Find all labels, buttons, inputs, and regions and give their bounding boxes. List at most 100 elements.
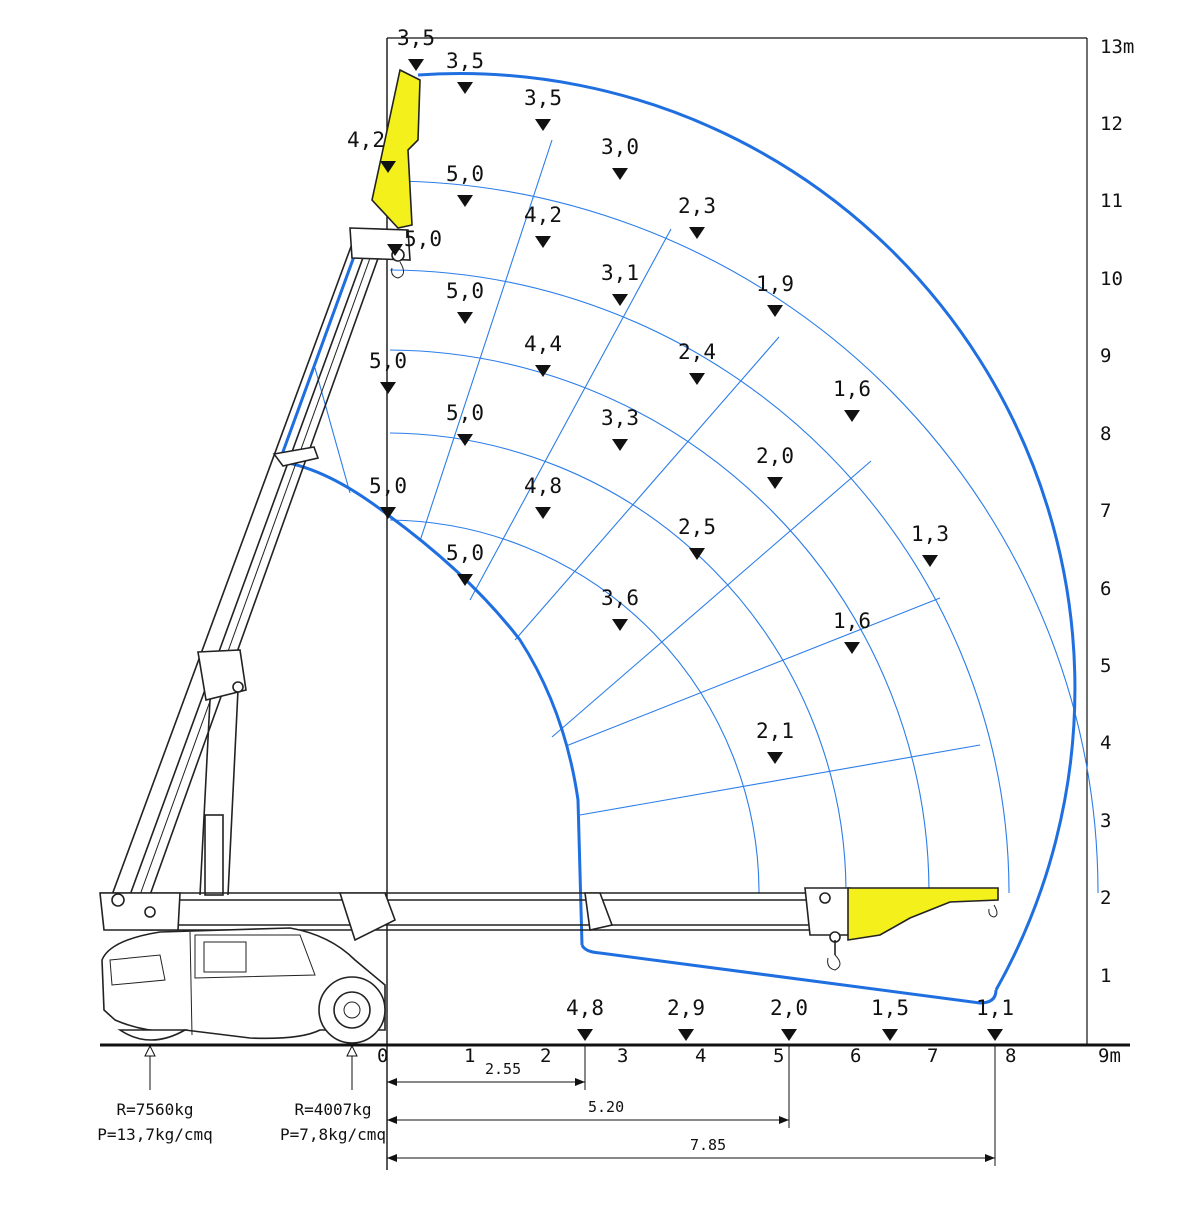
load-point: 1,5 xyxy=(871,996,909,1041)
load-marker-triangle xyxy=(689,227,705,239)
load-marker-triangle xyxy=(844,642,860,654)
load-marker-triangle xyxy=(689,548,705,560)
load-marker-triangle xyxy=(535,236,551,248)
height-tick-label: 10 xyxy=(1100,268,1123,290)
load-value-label: 5,0 xyxy=(369,349,407,373)
load-marker-triangle xyxy=(781,1029,797,1041)
load-point: 2,9 xyxy=(667,996,705,1041)
load-value-label: 3,5 xyxy=(446,49,484,73)
load-point: 3,5 xyxy=(397,26,435,71)
load-value-label: 2,1 xyxy=(756,719,794,743)
height-tick-label: 1 xyxy=(1100,965,1111,987)
crane-drawing xyxy=(99,68,999,1044)
load-point: 1,9 xyxy=(756,272,794,317)
working-envelope xyxy=(282,72,1077,1005)
dimension-value: 7.85 xyxy=(690,1136,726,1154)
load-point: 1,3 xyxy=(911,522,949,567)
load-point: 4,4 xyxy=(524,332,562,377)
load-marker-triangle xyxy=(612,619,628,631)
radius-dimensions: 2.55 5.20 7.85 xyxy=(387,1045,996,1166)
load-value-label: 2,0 xyxy=(756,444,794,468)
load-point: 5,0 xyxy=(446,401,484,446)
load-value-label: 3,3 xyxy=(601,406,639,430)
height-tick-label: 6 xyxy=(1100,578,1111,600)
load-point: 1,1 xyxy=(976,996,1014,1041)
load-point: 1,6 xyxy=(833,377,871,422)
load-point: 4,2 xyxy=(524,203,562,248)
load-value-label: 4,2 xyxy=(524,203,562,227)
load-value-label: 1,9 xyxy=(756,272,794,296)
load-point: 3,0 xyxy=(601,135,639,180)
load-marker-triangle xyxy=(535,365,551,377)
height-tick-label: 7 xyxy=(1100,500,1111,522)
load-marker-triangle xyxy=(457,195,473,207)
radius-tick-label: 1 xyxy=(464,1045,475,1067)
load-value-label: 3,5 xyxy=(397,26,435,50)
radius-tick-label: 6 xyxy=(850,1045,861,1067)
load-point: 2,0 xyxy=(770,996,808,1041)
load-marker-triangle xyxy=(408,59,424,71)
radius-tick-label: 0 xyxy=(377,1045,388,1067)
load-point: 5,0 xyxy=(446,541,484,586)
load-value-label: 5,0 xyxy=(446,541,484,565)
load-point: 2,1 xyxy=(756,719,794,764)
height-tick-label: 8 xyxy=(1100,423,1111,445)
load-value-label: 3,6 xyxy=(601,586,639,610)
support-pressure: P=7,8kg/cmq xyxy=(280,1125,386,1144)
load-point: 3,5 xyxy=(524,86,562,131)
load-point: 5,0 xyxy=(369,349,407,394)
height-tick-label: 13m xyxy=(1100,36,1134,58)
load-value-label: 1,5 xyxy=(871,996,909,1020)
load-marker-triangle xyxy=(882,1029,898,1041)
load-value-label: 2,5 xyxy=(678,515,716,539)
height-tick-label: 5 xyxy=(1100,655,1111,677)
height-tick-label: 9 xyxy=(1100,345,1111,367)
load-value-label: 5,0 xyxy=(446,162,484,186)
height-tick-label: 4 xyxy=(1100,732,1111,754)
radius-tick-label: 3 xyxy=(617,1045,628,1067)
load-marker-triangle xyxy=(380,161,396,173)
radius-tick-label: 4 xyxy=(695,1045,706,1067)
load-point: 4,8 xyxy=(566,996,604,1041)
height-tick-label: 12 xyxy=(1100,113,1123,135)
load-marker-triangle xyxy=(987,1029,1003,1041)
load-marker-triangle xyxy=(612,294,628,306)
load-value-label: 2,3 xyxy=(678,194,716,218)
load-value-label: 3,0 xyxy=(601,135,639,159)
radius-tick-label: 9m xyxy=(1098,1045,1121,1067)
reach-grid xyxy=(314,139,1099,894)
load-marker-triangle xyxy=(678,1029,694,1041)
support-reaction: R=7560kg xyxy=(116,1100,193,1119)
load-marker-triangle xyxy=(535,119,551,131)
load-value-label: 1,6 xyxy=(833,377,871,401)
load-point: 3,3 xyxy=(601,406,639,451)
load-marker-triangle xyxy=(535,507,551,519)
load-value-label: 1,6 xyxy=(833,609,871,633)
radius-tick-label: 2 xyxy=(540,1045,551,1067)
load-marker-triangle xyxy=(612,439,628,451)
load-point: 1,6 xyxy=(833,609,871,654)
load-marker-triangle xyxy=(767,305,783,317)
load-marker-triangle xyxy=(457,434,473,446)
dimension-value: 2.55 xyxy=(485,1060,521,1078)
load-markers: 3,53,53,53,02,31,91,61,34,25,04,23,12,42… xyxy=(347,26,1014,1041)
load-value-label: 5,0 xyxy=(369,474,407,498)
dimension-line: 5.20 xyxy=(387,1045,790,1128)
load-value-label: 4,8 xyxy=(524,474,562,498)
load-point: 2,5 xyxy=(678,515,716,560)
height-tick-label: 3 xyxy=(1100,810,1111,832)
load-value-label: 1,3 xyxy=(911,522,949,546)
load-value-label: 5,0 xyxy=(446,279,484,303)
dimension-value: 5.20 xyxy=(588,1098,624,1116)
load-value-label: 5,0 xyxy=(446,401,484,425)
load-marker-triangle xyxy=(612,168,628,180)
load-value-label: 4,4 xyxy=(524,332,562,356)
support-pressure: P=13,7kg/cmq xyxy=(97,1125,213,1144)
load-point: 2,4 xyxy=(678,340,716,385)
load-marker-triangle xyxy=(689,373,705,385)
load-point: 3,6 xyxy=(601,586,639,631)
